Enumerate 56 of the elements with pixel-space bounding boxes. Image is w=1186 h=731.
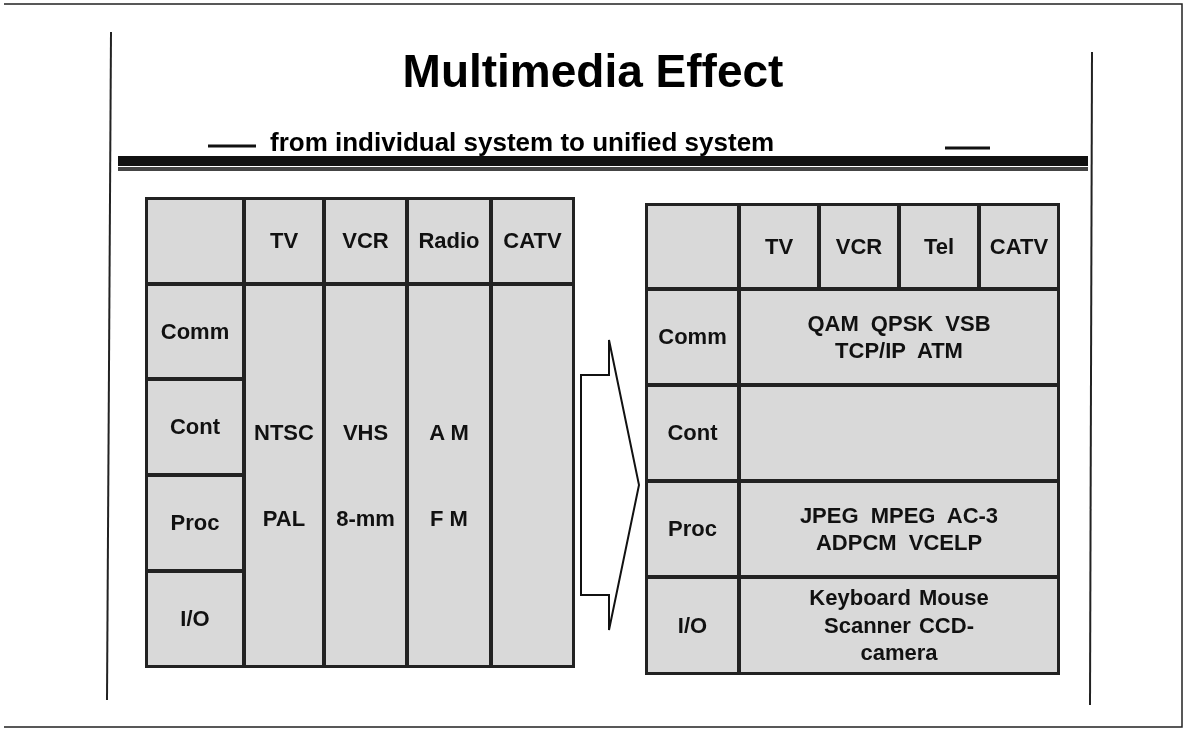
cell-text: Keyboard Mouse Scanner CCD-camera (808, 584, 990, 667)
table-cell (406, 283, 492, 668)
table-cell (738, 576, 1060, 675)
table-cell (243, 197, 325, 285)
table-cell (645, 203, 740, 290)
cell-text: A M (429, 419, 469, 447)
table-cell (243, 283, 325, 668)
cell-text: PAL (262, 504, 306, 532)
table-cell (406, 197, 492, 285)
cell-text: CATV (989, 232, 1049, 261)
table-cell (645, 576, 740, 675)
cell-text: Comm (658, 323, 727, 351)
cell-text: QAM QPSK VSB TCP/IP ATM (806, 309, 992, 365)
table-cell (145, 570, 245, 668)
cell-text: Proc (668, 515, 717, 543)
cell-text: Comm (160, 317, 230, 346)
table-cell (145, 474, 245, 572)
table-cell (490, 283, 575, 668)
cell-text: Radio (418, 227, 480, 255)
cell-text: CATV (503, 227, 562, 255)
title: Multimedia Effect (401, 44, 785, 98)
block-arrow (580, 339, 641, 631)
table-cell (323, 197, 408, 285)
table-cell (323, 283, 408, 668)
table-cell (645, 480, 740, 578)
table-cell (898, 203, 980, 290)
table-cell (738, 384, 1060, 482)
cell-text: I/O (677, 611, 708, 640)
cell-text: VCR (342, 227, 389, 255)
table-cell (738, 480, 1060, 578)
table-cell (645, 384, 740, 482)
table-cell (738, 203, 820, 290)
table-cell (145, 283, 245, 380)
cell-text: JPEG MPEG AC-3 ADPCM VCELP (798, 501, 1000, 557)
cell-text: Tel (923, 232, 955, 261)
cell-text: NTSC (254, 419, 314, 447)
table-cell (490, 197, 575, 285)
cell-text: Proc (170, 509, 220, 537)
cell-text: I/O (180, 605, 210, 633)
table-frame (645, 203, 1060, 675)
subtitle: from individual system to unified system (270, 127, 775, 158)
table-cell (145, 197, 245, 285)
cell-text: Cont (169, 413, 221, 441)
cell-text: Cont (667, 419, 718, 447)
cell-text: F M (430, 504, 468, 532)
table-cell (645, 288, 740, 386)
cell-text: VCR (835, 232, 883, 261)
table-cell (738, 288, 1060, 386)
cell-text: TV (269, 227, 299, 255)
cell-text: TV (764, 232, 794, 261)
table-cell (978, 203, 1060, 290)
table-cell (145, 378, 245, 476)
table-frame (145, 197, 575, 668)
cell-text: 8-mm (336, 504, 395, 532)
table-cell (818, 203, 900, 290)
cell-text: VHS (342, 419, 389, 447)
